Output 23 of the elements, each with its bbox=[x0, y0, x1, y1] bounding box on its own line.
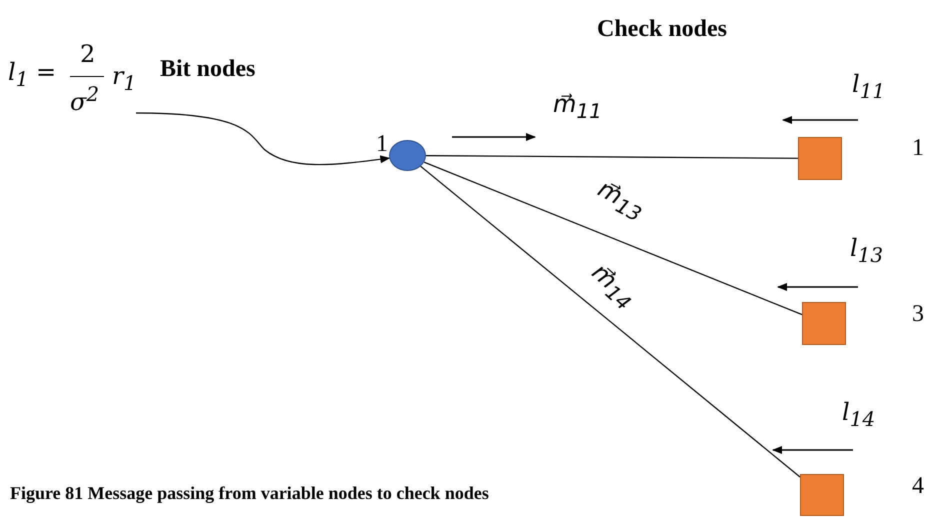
node-number: 1 bbox=[376, 132, 388, 156]
connector bbox=[136, 112, 390, 166]
check-node-square bbox=[802, 302, 846, 345]
node-number: 4 bbox=[912, 474, 924, 498]
heading-label: Bit nodes bbox=[160, 56, 256, 83]
connector bbox=[424, 162, 802, 316]
fraction-numerator: 2 bbox=[80, 42, 96, 66]
math-label: l$_{14}$ bbox=[842, 400, 876, 429]
heading-label: Check nodes bbox=[597, 16, 728, 43]
check-node-square bbox=[798, 137, 842, 180]
check-node-square bbox=[800, 474, 844, 516]
formula-term: l$_{1}$ = bbox=[8, 60, 56, 89]
connector bbox=[426, 155, 798, 159]
node-number: 1 bbox=[912, 136, 924, 160]
math-label: l$_{11}$ bbox=[852, 72, 886, 101]
connector bbox=[420, 166, 800, 478]
edge-label: m⃗$_{11}$ bbox=[553, 92, 602, 121]
formula-term: r$_{1}$ bbox=[112, 64, 136, 93]
bit-node-circle bbox=[389, 140, 426, 171]
math-label: l$_{13}$ bbox=[850, 236, 884, 265]
figure-caption: Figure 81 Message passing from variable nodes to check nodes bbox=[10, 483, 489, 504]
fraction-denominator: σ$^{2}$ bbox=[70, 84, 100, 114]
node-number: 3 bbox=[912, 302, 924, 326]
